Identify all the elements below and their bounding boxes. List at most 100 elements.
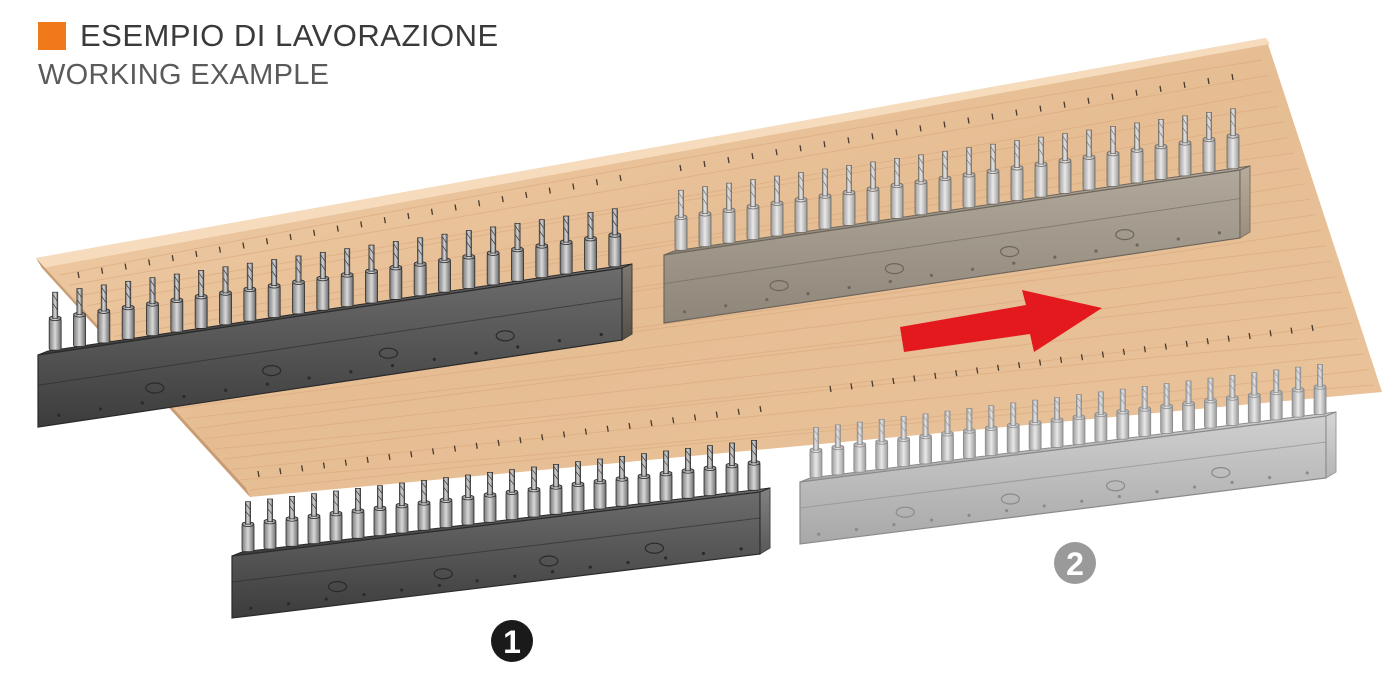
drill-bit xyxy=(1154,119,1168,180)
drill-bit xyxy=(842,165,856,226)
drill-bit xyxy=(1202,111,1216,173)
drill-bit xyxy=(746,179,760,241)
drill-bit xyxy=(1204,377,1217,429)
drill-bit xyxy=(875,419,889,470)
drill-bit xyxy=(615,455,629,507)
drill-bit xyxy=(395,482,409,534)
drill-bit xyxy=(365,244,378,304)
drill-bit xyxy=(1010,140,1024,202)
drill-bit xyxy=(722,182,736,244)
drill-bit xyxy=(307,493,321,545)
boring-head-step1 xyxy=(231,439,771,619)
drill-bit xyxy=(267,259,281,318)
drill-bit xyxy=(535,219,549,279)
drill-bit xyxy=(941,410,954,462)
drill-bit xyxy=(1291,366,1305,418)
drill-bit xyxy=(486,226,500,286)
drill-bit xyxy=(1130,122,1144,184)
drill-bit xyxy=(962,408,976,459)
drill-bit xyxy=(809,427,823,479)
title-italian: ESEMPIO DI LAVORAZIONE xyxy=(80,18,499,53)
step-badge-1: 1 xyxy=(491,620,533,662)
drill-bit xyxy=(1225,375,1239,426)
drill-bit xyxy=(48,291,62,351)
drill-bit xyxy=(984,405,998,457)
drill-bit xyxy=(146,277,159,337)
drill-bit xyxy=(1006,402,1020,454)
drill-bit xyxy=(1094,391,1108,443)
drill-bit xyxy=(505,469,519,521)
drill-bit xyxy=(914,154,928,216)
orange-square-icon xyxy=(38,22,66,50)
drill-bit xyxy=(241,501,255,553)
drill-bit xyxy=(593,458,607,510)
header: ESEMPIO DI LAVORAZIONE WORKING EXAMPLE xyxy=(38,18,499,92)
drill-bit xyxy=(413,237,427,297)
drill-bit xyxy=(1247,372,1261,424)
drill-bit xyxy=(329,490,343,542)
step-badge-2: 2 xyxy=(1054,542,1096,584)
drill-bit xyxy=(818,168,832,230)
drill-bit xyxy=(831,424,845,476)
drill-bit xyxy=(1160,383,1174,435)
drill-bit xyxy=(511,222,524,282)
drill-bit xyxy=(285,495,299,547)
drill-bit xyxy=(853,421,867,473)
drill-bit xyxy=(938,150,952,212)
drill-bit xyxy=(1050,397,1064,448)
drill-bit xyxy=(1182,380,1195,432)
drill-bit xyxy=(1058,133,1072,194)
drill-bit xyxy=(1028,399,1042,451)
drill-bit xyxy=(340,248,354,308)
drill-bit xyxy=(483,471,497,523)
drill-bit xyxy=(121,280,135,340)
drill-bit xyxy=(674,189,688,251)
drill-bit xyxy=(417,479,431,531)
boring-head-step2-on-panel xyxy=(663,108,1251,324)
drill-bit xyxy=(439,477,453,529)
drill-bit xyxy=(389,241,403,300)
drill-bit xyxy=(1106,126,1120,187)
drill-bit xyxy=(462,230,476,289)
drill-bit xyxy=(194,270,208,329)
drill-bit xyxy=(1178,115,1192,177)
drill-bit xyxy=(1138,386,1152,437)
drill-bit xyxy=(794,172,808,233)
step-1-number: 1 xyxy=(503,624,521,660)
drill-bit xyxy=(170,273,184,333)
drill-bit xyxy=(1034,136,1048,198)
drill-bit xyxy=(559,215,573,275)
drill-bit xyxy=(373,485,387,537)
drill-bit xyxy=(584,212,597,271)
drill-bit xyxy=(527,466,541,518)
drill-bit xyxy=(1072,394,1086,446)
drill-bit xyxy=(659,450,673,502)
drill-bit xyxy=(292,255,305,315)
drill-bit xyxy=(351,487,365,539)
drill-bit xyxy=(1269,369,1283,421)
drill-bit xyxy=(770,175,784,237)
step-2-number: 2 xyxy=(1066,546,1084,582)
drill-bit xyxy=(747,439,761,491)
drill-bit xyxy=(1082,129,1096,191)
drill-bit xyxy=(263,498,277,550)
drill-bit xyxy=(897,416,911,468)
drill-bit xyxy=(890,158,904,219)
arrow-right-icon xyxy=(900,290,1102,352)
drill-bit xyxy=(571,461,585,513)
drill-bit xyxy=(962,147,976,209)
drill-bit xyxy=(608,208,622,268)
drill-bit xyxy=(919,413,932,465)
drill-bit xyxy=(681,447,695,499)
drill-bit xyxy=(97,284,111,344)
drill-bit xyxy=(637,453,651,505)
title-english: WORKING EXAMPLE xyxy=(38,59,330,91)
drill-bit xyxy=(219,266,232,326)
drill-bit xyxy=(549,463,563,515)
drill-bit xyxy=(1313,364,1327,415)
drill-bit xyxy=(866,161,880,223)
drill-bit xyxy=(725,442,739,494)
drill-bit xyxy=(1226,108,1240,170)
drill-bit xyxy=(703,445,717,497)
